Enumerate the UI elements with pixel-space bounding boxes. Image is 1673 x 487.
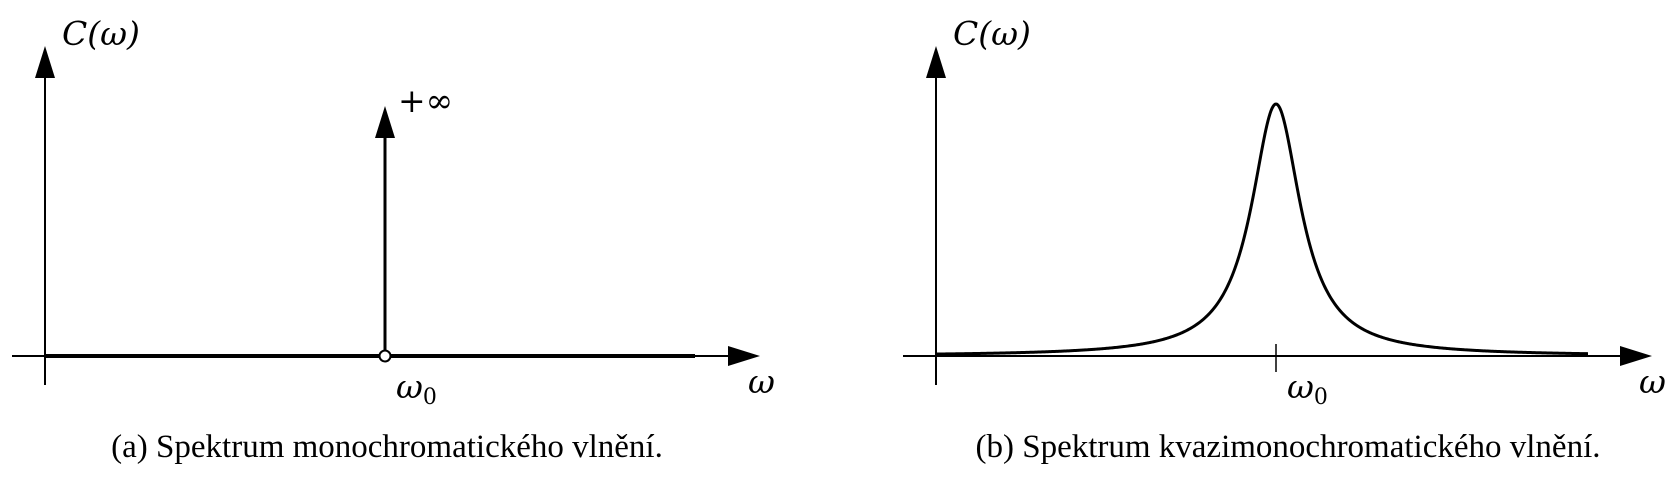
panel-a-omega0-label: ω0 [396, 367, 437, 410]
panel-a-y-label: C(ω) [62, 14, 140, 53]
panel-a-y-arrowhead [35, 46, 55, 78]
panel-a-omega0-marker [378, 349, 392, 363]
panel-a-peak-label: +∞ [398, 81, 453, 120]
panel-b-x-arrowhead [1620, 346, 1652, 366]
panel-b-spectrum-curve [935, 102, 1589, 356]
panel-b-x-label: ω [1639, 362, 1666, 401]
panel-b-caption: (b) Spektrum kvazimonochromatického vlně… [975, 429, 1600, 465]
panel-b-y-label: C(ω) [953, 14, 1031, 53]
panel-b: C(ω) ω ω0 (b) Spektrum kvazimonochromati… [903, 14, 1666, 465]
panel-a-caption: (a) Spektrum monochromatického vlnění. [111, 429, 663, 465]
panel-b-y-arrowhead [926, 46, 946, 78]
panel-b-omega0-label: ω0 [1287, 367, 1328, 410]
panel-a: C(ω) +∞ ω ω0 (a) Spektrum monochromatick… [12, 14, 775, 465]
panel-a-x-label: ω [748, 362, 775, 401]
panel-a-x-arrowhead [728, 346, 760, 366]
panel-a-delta-arrowhead [375, 106, 395, 138]
